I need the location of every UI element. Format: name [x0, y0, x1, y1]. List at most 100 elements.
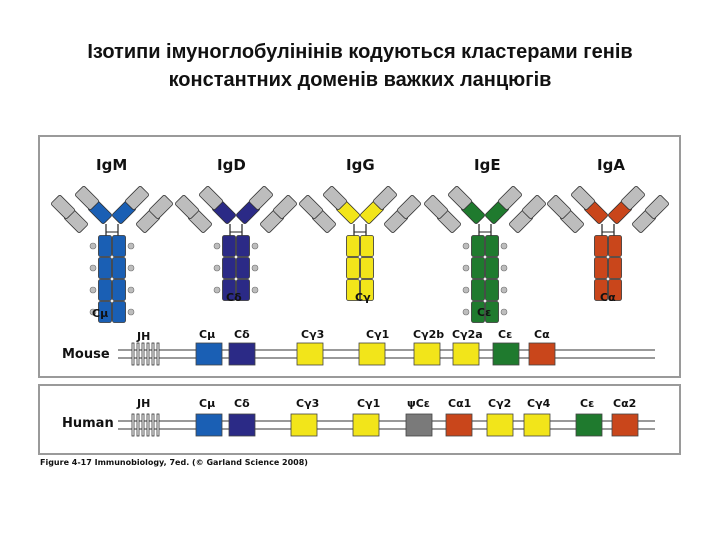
antibody-ige-fc-domain — [472, 236, 485, 257]
mouse-gene-Cμ — [196, 343, 222, 365]
antibody-igm-fc-domain — [113, 280, 126, 301]
antibody-iga-fc-domain — [609, 258, 622, 279]
igm-constant-label: Cμ — [92, 307, 108, 320]
antibody-igd-glycan — [214, 265, 220, 271]
antibody-ige-glycan — [463, 243, 469, 249]
igg-constant-label: Cγ — [355, 291, 371, 304]
antibody-ige-fc-domain — [472, 258, 485, 279]
mouse-jh-segment — [132, 343, 134, 365]
ige-constant-label: Cε — [477, 306, 491, 319]
figure-caption: Figure 4-17 Immunobiology, 7ed. (© Garla… — [40, 458, 308, 467]
antibody-igm-fc-domain — [113, 258, 126, 279]
antibody-igm-fc-domain — [113, 302, 126, 323]
igg-label: IgG — [346, 156, 375, 174]
antibody-igg-fc-domain — [361, 258, 374, 279]
antibody-ige-glycan — [501, 309, 507, 315]
human-jh-segment — [152, 414, 154, 436]
antibody-igm-glycan — [90, 243, 96, 249]
antibody-ige-fc-domain — [486, 280, 499, 301]
mouse-gene-label-2: Cγ3 — [301, 328, 324, 341]
human-gene-Cδ — [229, 414, 255, 436]
mouse-gene-label-7: Cα — [534, 328, 550, 341]
antibody-igd-fc-domain — [223, 236, 236, 257]
antibody-igd-fc-domain — [223, 258, 236, 279]
mouse-jh-segment — [157, 343, 159, 365]
antibody-igm-fc-domain — [99, 236, 112, 257]
antibody-ige-fc-domain — [486, 236, 499, 257]
human-gene-Cγ3 — [291, 414, 317, 436]
antibody-ige-glycan — [463, 265, 469, 271]
antibody-igd-glycan — [252, 243, 258, 249]
human-jh-segment — [142, 414, 144, 436]
antibody-igm-fc-domain — [113, 236, 126, 257]
antibody-ige-fc-domain — [472, 280, 485, 301]
human-gene-Cγ1 — [353, 414, 379, 436]
igm-label: IgM — [96, 156, 127, 174]
antibody-igd-glycan — [252, 287, 258, 293]
mouse-gene-Cγ3 — [297, 343, 323, 365]
antibody-igg-fc-domain — [347, 236, 360, 257]
antibody-igm-glycan — [90, 265, 96, 271]
human-gene-label-9: Cα2 — [613, 397, 636, 410]
ige-label: IgE — [474, 156, 501, 174]
mouse-gene-label-0: Cμ — [199, 328, 215, 341]
antibody-iga-fc-domain — [595, 258, 608, 279]
antibody-iga-fc-domain — [609, 236, 622, 257]
antibody-igd-glycan — [252, 265, 258, 271]
mouse-gene-Cδ — [229, 343, 255, 365]
human-jh-segment — [147, 414, 149, 436]
igd-constant-label: Cδ — [226, 291, 242, 304]
mouse-jh-segment — [137, 343, 139, 365]
human-gene-Cε — [576, 414, 602, 436]
antibody-igd-fc-domain — [237, 258, 250, 279]
mouse-gene-label-5: Cγ2a — [452, 328, 483, 341]
antibody-ige-glycan — [463, 309, 469, 315]
antibody-igm-glycan — [90, 287, 96, 293]
human-gene-label-6: Cγ2 — [488, 397, 511, 410]
mouse-gene-Cε — [493, 343, 519, 365]
antibody-igd-glycan — [214, 243, 220, 249]
human-gene-ψCε — [406, 414, 432, 436]
antibody-igd-glycan — [214, 287, 220, 293]
human-gene-Cα1 — [446, 414, 472, 436]
antibody-igd-fc-domain — [237, 236, 250, 257]
iga-label: IgA — [597, 156, 625, 174]
mouse-jh-segment — [142, 343, 144, 365]
iga-constant-label: Cα — [600, 291, 616, 304]
antibody-ige-glycan — [501, 287, 507, 293]
mouse-gene-label-1: Cδ — [234, 328, 250, 341]
mouse-jh-segment — [147, 343, 149, 365]
antibody-igm-fc-domain — [99, 258, 112, 279]
human-gene-label-3: Cγ1 — [357, 397, 380, 410]
antibody-igm-glycan — [128, 243, 134, 249]
human-jh-segment — [157, 414, 159, 436]
antibody-igm-glycan — [128, 265, 134, 271]
mouse-jh-segment — [152, 343, 154, 365]
mouse-gene-label-3: Cγ1 — [366, 328, 389, 341]
human-gene-Cα2 — [612, 414, 638, 436]
human-gene-Cγ4 — [524, 414, 550, 436]
mouse-jh-label: JH — [137, 330, 150, 343]
antibody-ige-glycan — [463, 287, 469, 293]
antibody-igg-fc-domain — [361, 236, 374, 257]
human-gene-Cγ2 — [487, 414, 513, 436]
antibody-igg-fc-domain — [347, 258, 360, 279]
antibody-igm-glycan — [128, 287, 134, 293]
human-gene-label-0: Cμ — [199, 397, 215, 410]
mouse-gene-Cγ2a — [453, 343, 479, 365]
human-jh-label: JH — [137, 397, 150, 410]
human-gene-label-1: Cδ — [234, 397, 250, 410]
human-gene-label-8: Cε — [580, 397, 594, 410]
human-gene-label-7: Cγ4 — [527, 397, 550, 410]
antibody-ige-glycan — [501, 243, 507, 249]
human-gene-label-2: Cγ3 — [296, 397, 319, 410]
human-jh-segment — [132, 414, 134, 436]
antibody-iga-fc-domain — [595, 236, 608, 257]
mouse-label: Mouse — [62, 347, 110, 362]
human-jh-segment — [137, 414, 139, 436]
human-gene-label-5: Cα1 — [448, 397, 471, 410]
antibody-ige-fc-domain — [486, 258, 499, 279]
mouse-gene-label-4: Cγ2b — [413, 328, 444, 341]
mouse-gene-Cα — [529, 343, 555, 365]
antibody-igm-fc-domain — [99, 280, 112, 301]
